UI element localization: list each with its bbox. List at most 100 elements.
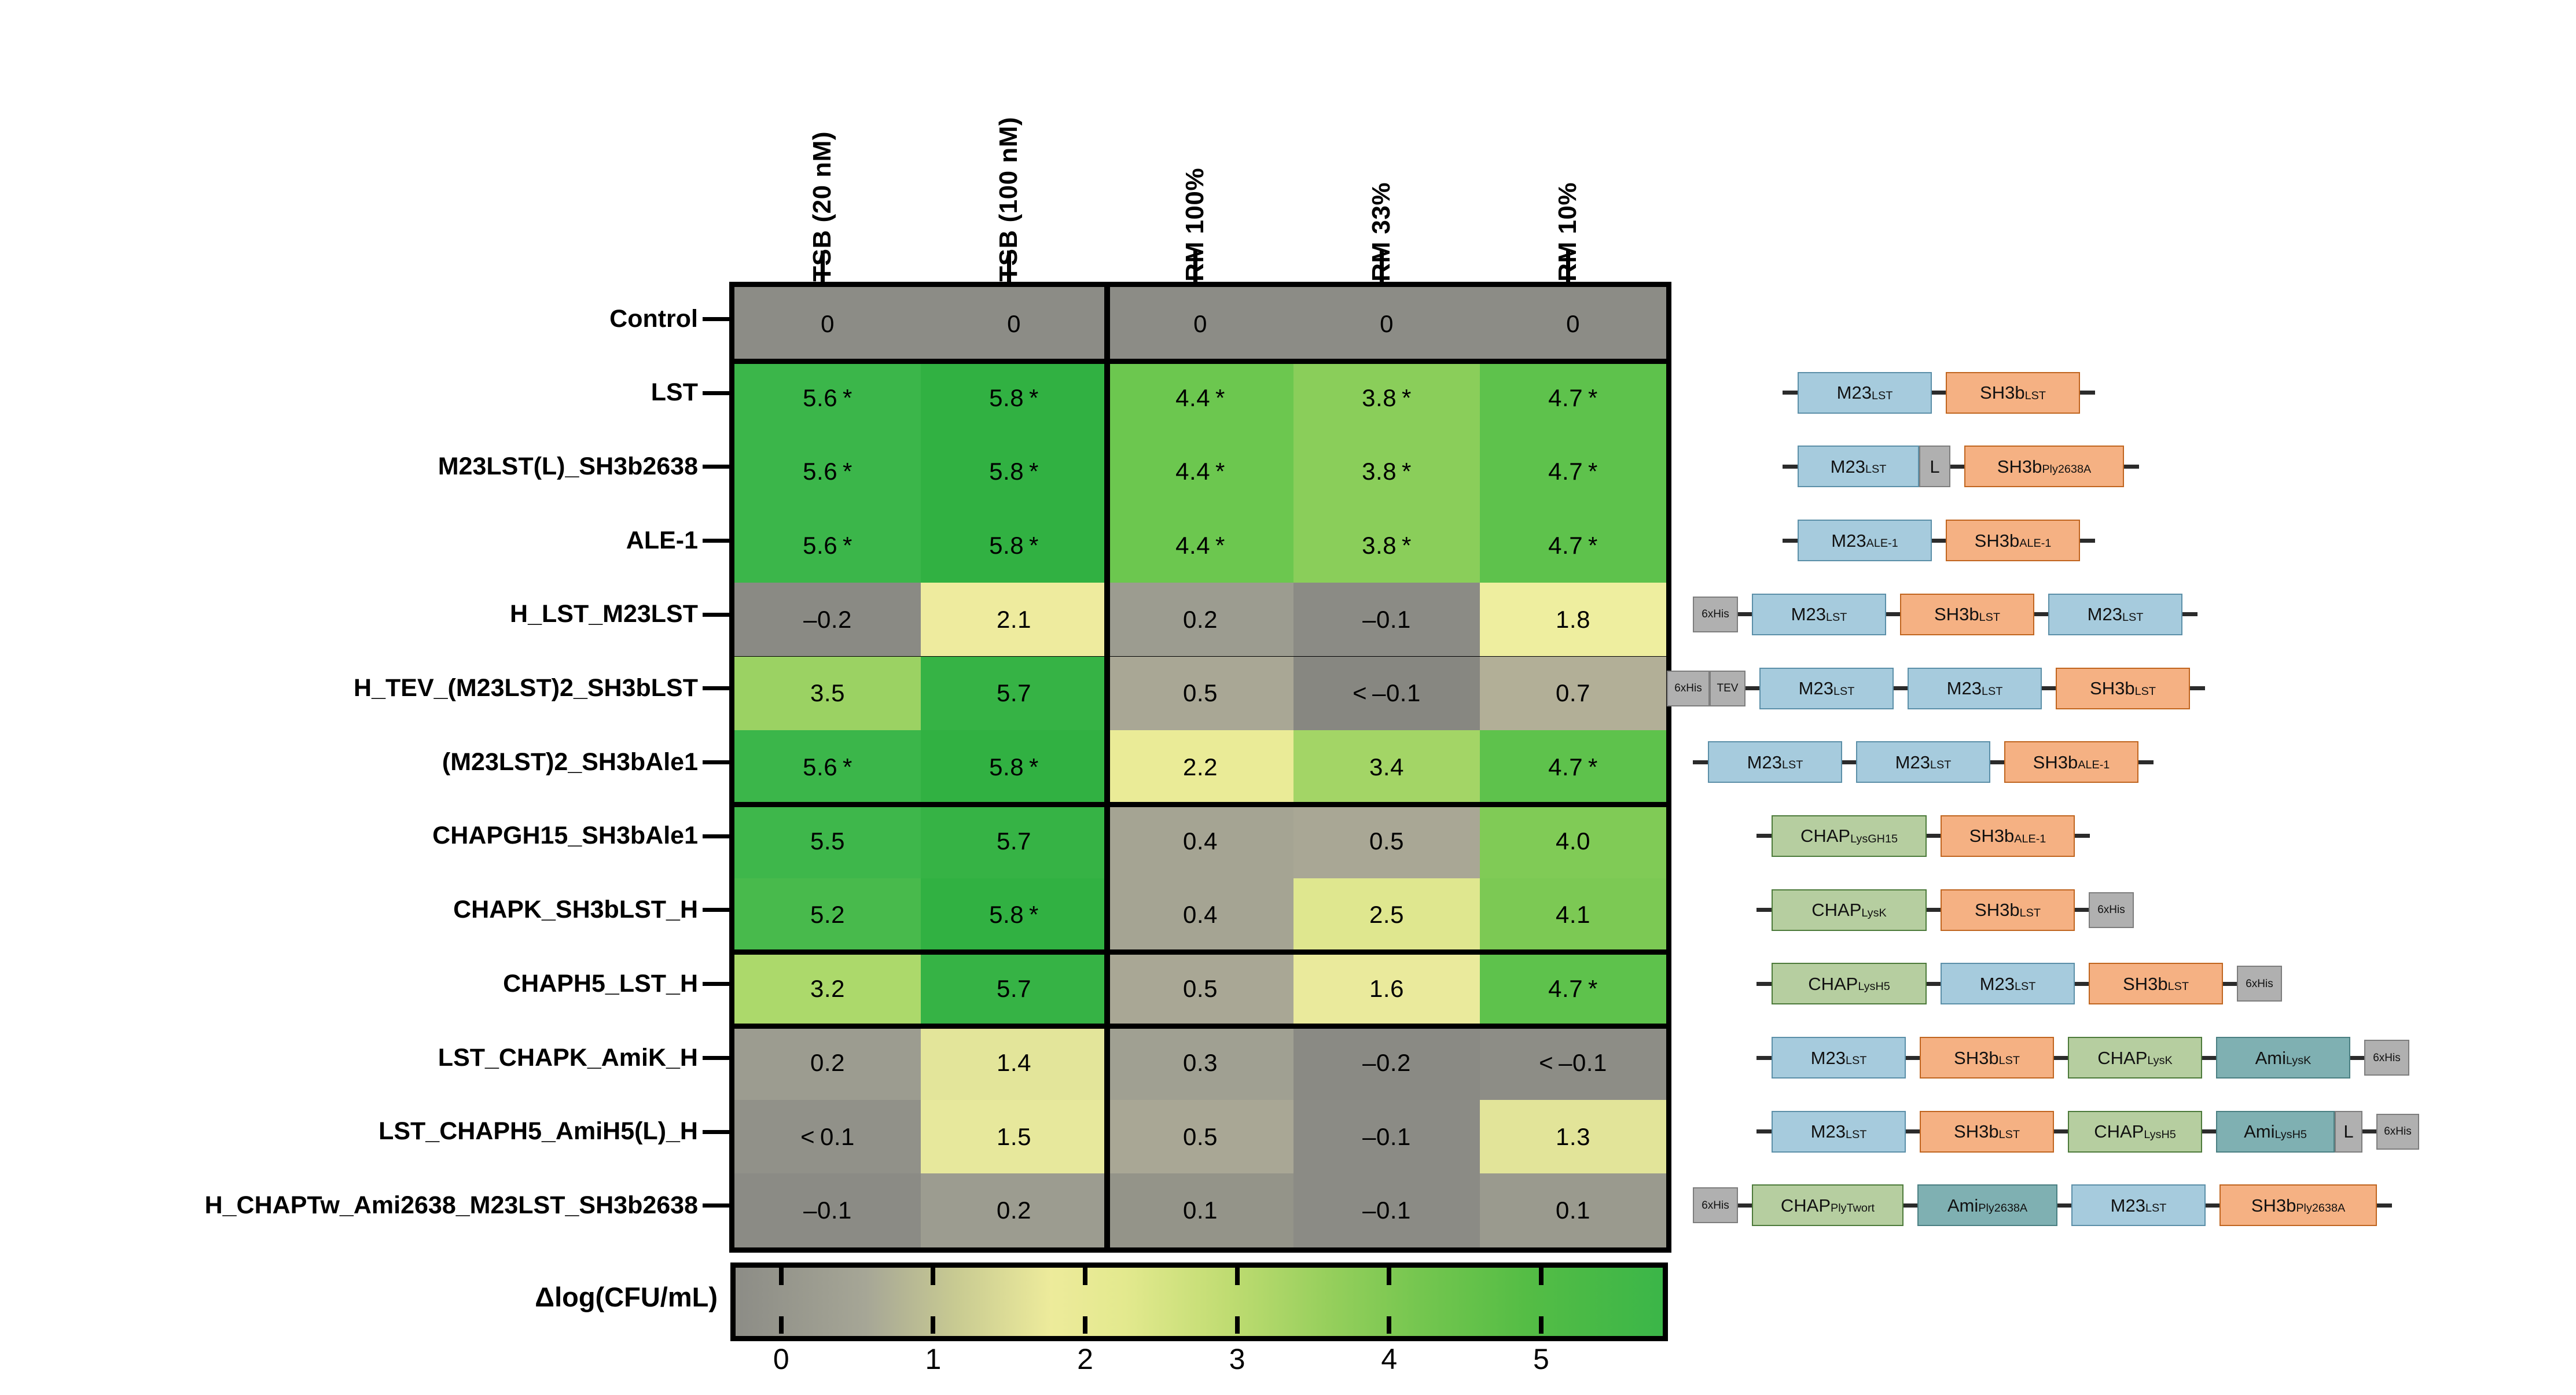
domain-linker-line xyxy=(2202,1055,2216,1060)
row-label-7: (M23LST)2_SH3bAle1 xyxy=(442,748,698,776)
row-label-12: LST_CHAPH5_AmiH5(L)_H xyxy=(379,1117,698,1146)
domain-box-subscript: LST xyxy=(1845,1128,1867,1141)
heatmap-cell: –0.2 xyxy=(1293,1026,1480,1100)
heatmap-cell: 4.7 * xyxy=(1480,509,1666,583)
heatmap-cell: 0.5 xyxy=(1293,804,1480,878)
row-label-9: CHAPK_SH3bLST_H xyxy=(453,896,698,924)
domain-linker-line xyxy=(2223,981,2237,986)
domain-box-label: M23 xyxy=(1798,678,1833,698)
column-tick xyxy=(1007,251,1011,282)
domain-box-subscript: LST xyxy=(1871,389,1893,402)
domain-box-subscript: LysH5 xyxy=(1858,980,1890,993)
heatmap-cell: 0 xyxy=(1293,287,1480,361)
domain-box-label: 6xHis xyxy=(2246,977,2273,990)
row-tick xyxy=(703,686,729,691)
heatmap-cell: 4.1 xyxy=(1480,878,1666,952)
domain-terminus-line xyxy=(1756,981,1772,986)
domain-box-subscript: LysK xyxy=(1861,906,1887,919)
domain-box-subscript: Ply2638A xyxy=(2296,1202,2346,1215)
domain-linker-line xyxy=(1738,1203,1752,1208)
domain-terminus-line xyxy=(1783,464,1798,469)
domain-box-label: M23 xyxy=(1810,1047,1846,1068)
row-label-8: CHAPGH15_SH3bAle1 xyxy=(432,822,698,850)
domain-box-label: L xyxy=(1930,456,1940,477)
domain-box-label: CHAP xyxy=(1811,900,1862,921)
heatmap-cell: 1.8 xyxy=(1480,582,1666,657)
domain-box-subscript: ALE-1 xyxy=(2014,832,2046,845)
heatmap-cell: 1.6 xyxy=(1293,952,1480,1026)
domain-box-subscript: LST xyxy=(1998,1054,2020,1068)
colorbar-tick xyxy=(931,1268,936,1285)
domain-box-subscript: LST xyxy=(1930,759,1952,772)
heatmap-cell: 3.8 * xyxy=(1293,360,1480,435)
domain-box-subscript: LST xyxy=(1979,610,2000,624)
domain-terminus-line xyxy=(2080,538,2095,543)
domain-linker-line xyxy=(2202,1129,2216,1134)
colorbar-tick-label: 2 xyxy=(1077,1343,1093,1375)
domain-box-6xhis: 6xHis xyxy=(2237,966,2282,1002)
column-tick xyxy=(821,251,825,282)
heatmap-group-divider-vertical xyxy=(1104,287,1110,1247)
domain-terminus-line xyxy=(2377,1203,2392,1208)
domain-terminus-line xyxy=(2080,391,2095,395)
domain-box-subscript: LysH5 xyxy=(2144,1128,2176,1141)
colorbar-tick xyxy=(1234,1268,1240,1285)
domain-box-subscript: LST xyxy=(1833,684,1855,698)
heatmap-cell: 0.5 xyxy=(1107,952,1293,1026)
domain-box-label: SH3b xyxy=(1954,1047,1999,1068)
domain-linker-line xyxy=(1950,464,1964,469)
domain-box-subscript: LysK xyxy=(2147,1054,2173,1068)
heatmap-cell: 5.6 * xyxy=(734,435,921,509)
domain-box-label: 6xHis xyxy=(1702,608,1729,621)
heatmap-cell: 0.3 xyxy=(1107,1026,1293,1100)
heatmap-group-divider-horizontal xyxy=(734,1024,1666,1029)
heatmap-cell: 5.8 * xyxy=(921,435,1107,509)
domain-box-label: 6xHis xyxy=(1674,682,1702,694)
domain-box-label: Ami xyxy=(1947,1195,1979,1216)
domain-terminus-line xyxy=(2124,464,2139,469)
domain-box-label: SH3b xyxy=(1954,1121,1999,1142)
domain-linker-line xyxy=(2350,1055,2364,1060)
domain-linker-line xyxy=(1842,760,1856,764)
colorbar-tick xyxy=(1234,1316,1240,1334)
domain-terminus-line xyxy=(1693,760,1708,764)
domain-linker-line xyxy=(2075,908,2089,912)
domain-box-label: SH3b xyxy=(1934,604,1979,625)
domain-box-label: 6xHis xyxy=(1702,1199,1729,1212)
domain-linker-line xyxy=(1932,391,1946,395)
domain-box-label: CHAP xyxy=(1780,1195,1831,1216)
domain-box-label: M23 xyxy=(1791,604,1826,625)
row-label-6: H_TEV_(M23LST)2_SH3bLST xyxy=(354,674,698,702)
heatmap-group-divider-horizontal xyxy=(734,358,1666,364)
domain-box-label: 6xHis xyxy=(2097,904,2125,916)
domain-box-label: SH3b xyxy=(2123,973,2168,994)
domain-box-6xhis: 6xHis xyxy=(1667,670,1710,706)
domain-box-subscript: LST xyxy=(2145,1202,2167,1215)
heatmap-cell: 0.7 xyxy=(1480,656,1666,731)
domain-box-label: SH3b xyxy=(2033,752,2078,772)
heatmap-cell: 2.2 xyxy=(1107,730,1293,804)
heatmap-cell: 0 xyxy=(734,287,921,361)
colorbar-tick-label: 4 xyxy=(1381,1343,1398,1375)
domain-linker-line xyxy=(1927,908,1941,912)
domain-box-label: M23 xyxy=(1747,752,1782,772)
heatmap-cell: –0.1 xyxy=(1293,1173,1480,1248)
